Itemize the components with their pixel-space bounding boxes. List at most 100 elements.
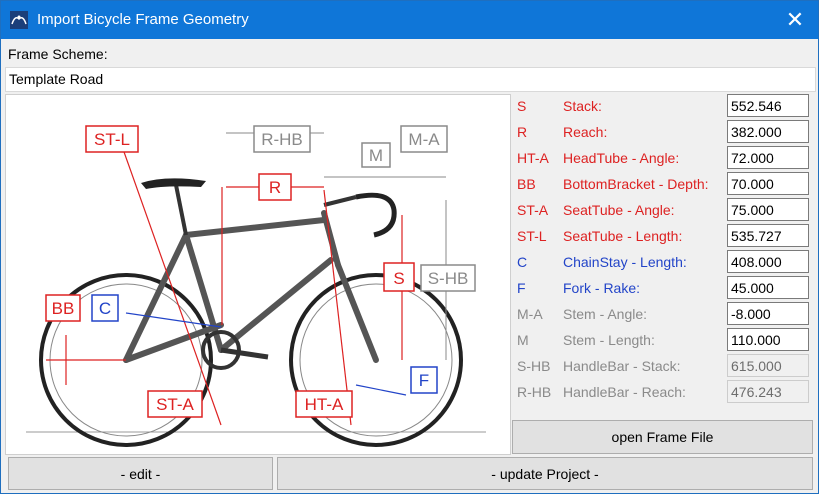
- param-row-r-hb: R-HB HandleBar - Reach: 476.243: [513, 380, 813, 406]
- param-row-st-a: ST-A SeatTube - Angle: 75.000: [513, 198, 813, 224]
- label-ht-a: HT-A: [295, 390, 353, 418]
- chainring: [201, 330, 241, 370]
- edit-button[interactable]: - edit -: [8, 457, 273, 490]
- label-f: F: [410, 366, 438, 394]
- param-name: HandleBar - Reach:: [563, 384, 686, 400]
- label-r: R: [258, 173, 292, 201]
- label-bb: BB: [45, 294, 81, 322]
- param-abbr: HT-A: [517, 150, 549, 166]
- fork: [335, 262, 379, 363]
- svg-text:R-HB: R-HB: [261, 130, 303, 149]
- param-name: BottomBracket - Depth:: [563, 176, 709, 192]
- param-name: ChainStay - Length:: [563, 254, 687, 270]
- svg-text:C: C: [99, 299, 111, 318]
- param-name: HeadTube - Angle:: [563, 150, 680, 166]
- param-row-c: C ChainStay - Length: 408.000: [513, 250, 813, 276]
- svg-text:ST-L: ST-L: [94, 130, 130, 149]
- svg-text:S: S: [393, 269, 404, 288]
- param-row-r: R Reach: 382.000: [513, 120, 813, 146]
- param-name: Fork - Rake:: [563, 280, 641, 296]
- frame-tubes: [123, 210, 379, 363]
- handlebar: [355, 192, 397, 238]
- param-abbr: R: [517, 124, 528, 140]
- close-button[interactable]: ✕: [772, 1, 818, 39]
- blue-dimension-lines: [125, 312, 407, 396]
- saddle: [141, 178, 206, 189]
- param-name: Stem - Angle:: [563, 306, 648, 322]
- svg-text:M-A: M-A: [408, 130, 440, 149]
- label-m: M: [361, 142, 391, 168]
- param-row-st-l: ST-L SeatTube - Length: 535.727: [513, 224, 813, 250]
- head-tube: [321, 210, 341, 268]
- param-row-bb: BB BottomBracket - Depth: 70.000: [513, 172, 813, 198]
- param-value-field[interactable]: 72.000: [727, 146, 809, 169]
- param-value-field[interactable]: 70.000: [727, 172, 809, 195]
- param-row-m-a: M-A Stem - Angle: -8.000: [513, 302, 813, 328]
- param-name: Stack:: [563, 98, 602, 114]
- param-abbr: R-HB: [517, 384, 552, 400]
- param-value-field: 615.000: [727, 354, 809, 377]
- frame-scheme-label: Frame Scheme:: [8, 46, 108, 62]
- label-c: C: [91, 294, 119, 322]
- param-value-field[interactable]: 45.000: [727, 276, 809, 299]
- front-wheel: [289, 273, 463, 447]
- param-abbr: C: [517, 254, 528, 270]
- param-abbr: S: [517, 98, 527, 114]
- param-value-field[interactable]: 75.000: [727, 198, 809, 221]
- param-name: SeatTube - Length:: [563, 228, 683, 244]
- seat-post: [174, 184, 188, 236]
- seat-tube: [183, 232, 224, 353]
- svg-text:HT-A: HT-A: [305, 395, 344, 414]
- seat-tube-axis: [117, 134, 222, 426]
- label-s: S: [383, 262, 415, 292]
- param-row-m: M Stem - Length: 110.000: [513, 328, 813, 354]
- label-st-a: ST-A: [147, 390, 203, 418]
- geometry-drawing: ST-L R S BB ST-A HT-A: [5, 94, 511, 455]
- param-name: Stem - Length:: [563, 332, 655, 348]
- param-value-field[interactable]: -8.000: [727, 302, 809, 325]
- chain-stay: [123, 322, 224, 363]
- param-row-ht-a: HT-A HeadTube - Angle: 72.000: [513, 146, 813, 172]
- param-abbr: ST-A: [517, 202, 549, 218]
- update-project-button[interactable]: - update Project -: [277, 457, 813, 490]
- svg-text:M: M: [369, 146, 383, 165]
- svg-text:F: F: [419, 371, 429, 390]
- frame-scheme-field[interactable]: Template Road: [5, 67, 816, 92]
- rear-wheel: [39, 273, 213, 447]
- app-icon: [10, 11, 28, 29]
- label-r-hb: R-HB: [253, 125, 311, 153]
- param-value-field[interactable]: 382.000: [727, 120, 809, 143]
- param-value-field[interactable]: 408.000: [727, 250, 809, 273]
- param-abbr: F: [517, 280, 526, 296]
- bike-diagram: ST-L R S BB ST-A HT-A: [26, 125, 486, 447]
- param-abbr: S-HB: [517, 358, 551, 374]
- param-abbr: M-A: [517, 306, 543, 322]
- param-name: HandleBar - Stack:: [563, 358, 681, 374]
- label-m-a: M-A: [400, 125, 448, 153]
- svg-text:R: R: [269, 178, 281, 197]
- param-value-field[interactable]: 552.546: [727, 94, 809, 117]
- rake-line: [355, 384, 407, 396]
- crank-arm: [220, 347, 269, 360]
- title-bar: Import Bicycle Frame Geometry ✕: [1, 1, 818, 39]
- svg-text:ST-A: ST-A: [156, 395, 194, 414]
- param-row-s-hb: S-HB HandleBar - Stack: 615.000: [513, 354, 813, 380]
- param-abbr: BB: [517, 176, 536, 192]
- top-tube: [183, 217, 327, 238]
- seat-stay: [123, 232, 189, 363]
- param-name: Reach:: [563, 124, 608, 140]
- param-value-field: 476.243: [727, 380, 809, 403]
- down-tube: [218, 257, 334, 353]
- param-value-field[interactable]: 535.727: [727, 224, 809, 247]
- label-st-l: ST-L: [85, 125, 139, 153]
- param-abbr: ST-L: [517, 228, 547, 244]
- red-dimension-lines: [46, 134, 403, 426]
- param-abbr: M: [517, 332, 529, 348]
- open-frame-file-button[interactable]: open Frame File: [512, 420, 813, 454]
- param-value-field[interactable]: 110.000: [727, 328, 809, 351]
- svg-text:BB: BB: [52, 299, 75, 318]
- label-s-hb: S-HB: [420, 264, 476, 292]
- param-name: SeatTube - Angle:: [563, 202, 675, 218]
- front-rim: [299, 283, 453, 437]
